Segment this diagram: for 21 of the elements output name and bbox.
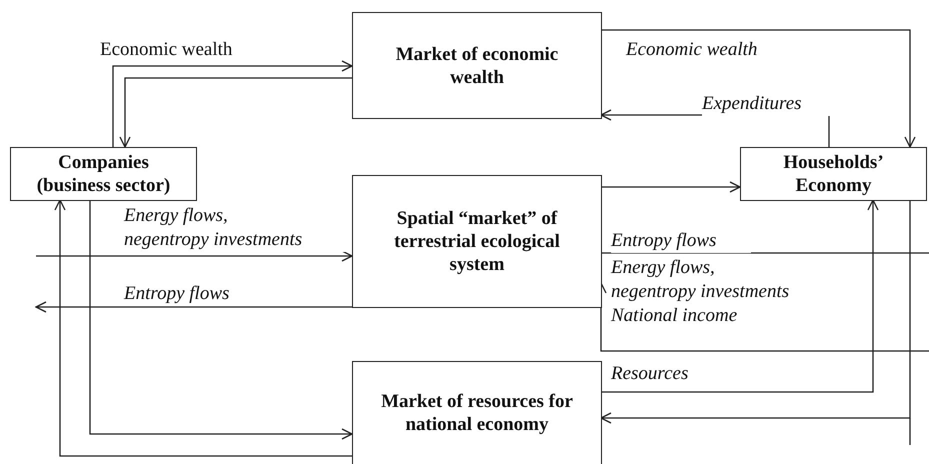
process-box	[352, 12, 602, 119]
node-label: Companies (business sector)	[36, 151, 172, 197]
arrow	[89, 200, 353, 440]
arrow	[119, 77, 352, 148]
node-label: Spatial “market” of terrestrial ecological system	[393, 207, 561, 276]
node-label: Market of economic wealth	[394, 42, 560, 88]
connector-line	[601, 252, 929, 254]
process-box	[10, 147, 197, 201]
arrow	[601, 181, 741, 193]
arrow	[54, 199, 352, 457]
arrow	[36, 250, 353, 262]
arrow	[601, 199, 879, 393]
arrow	[600, 200, 911, 424]
node-label: Market of resources for national economy	[380, 390, 574, 436]
arrow	[112, 60, 353, 147]
node-label: Households’ Economy	[782, 151, 885, 197]
process-box	[740, 147, 927, 201]
arrow	[35, 301, 352, 313]
process-box	[352, 175, 602, 308]
arrow	[601, 29, 916, 148]
process-box	[352, 361, 602, 464]
